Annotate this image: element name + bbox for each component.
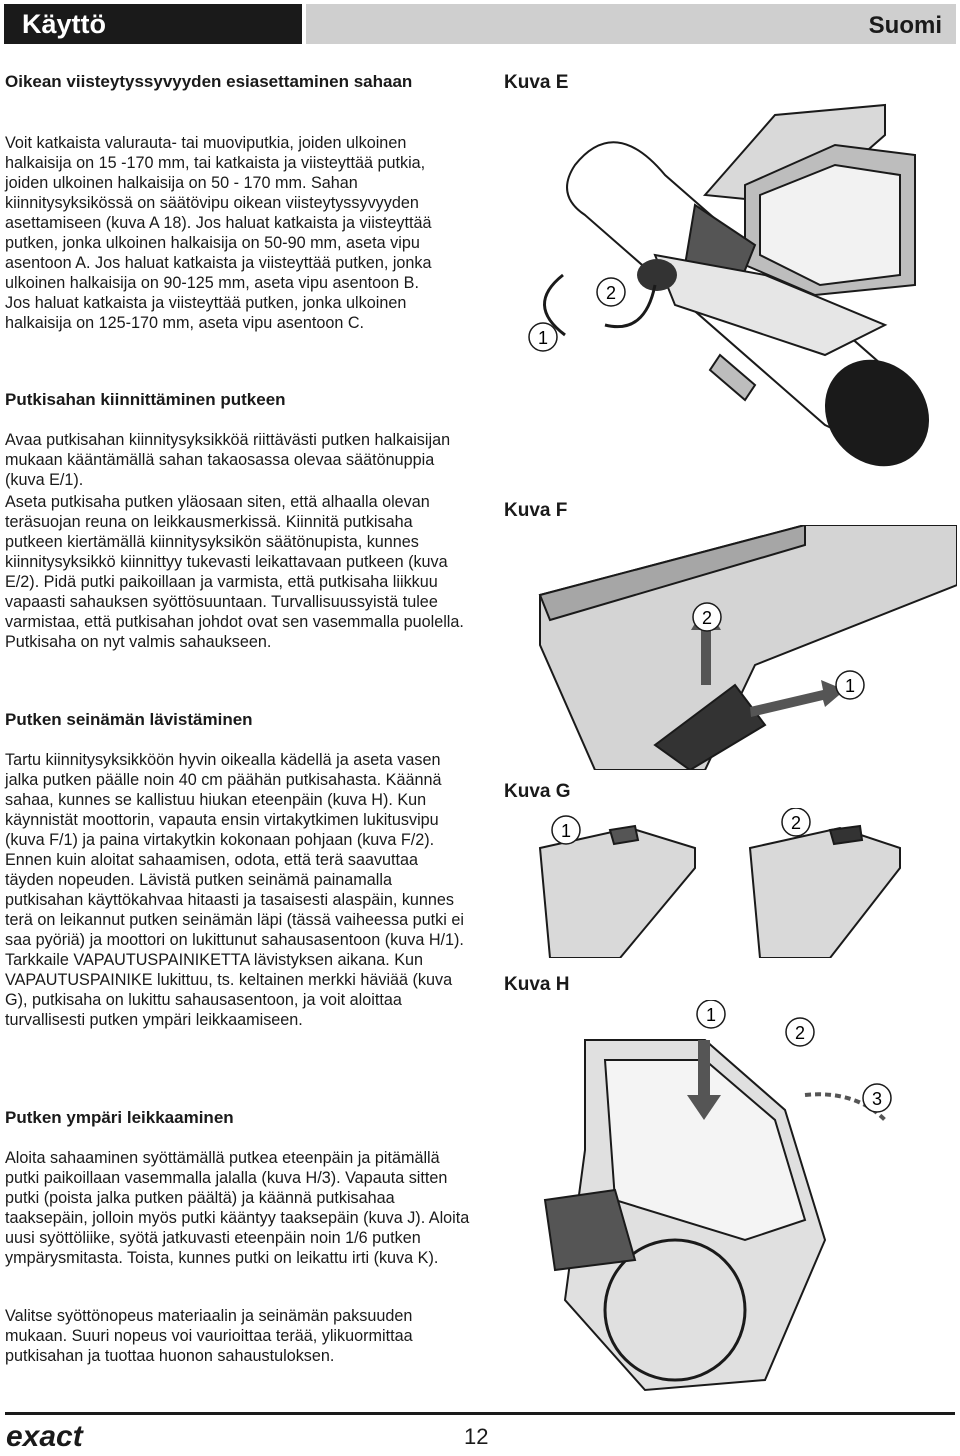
callout-1-text: 1: [706, 1005, 716, 1025]
callout-1-icon: 1: [835, 670, 865, 700]
handle-left-shape: [538, 824, 696, 958]
section-heading-bevel-depth: Oikean viisteytyssyvyyden esiasettaminen…: [5, 72, 413, 91]
knob-icon: [637, 259, 677, 291]
callout-3-text: 3: [872, 1089, 882, 1109]
figure-label-g: Kuva G: [504, 781, 571, 802]
callout-1-icon: 1: [696, 1000, 726, 1029]
handle-shape: [538, 525, 957, 770]
page-title: Käyttö: [22, 9, 107, 39]
saw-front-shape: [543, 1039, 827, 1392]
figure-g-illustration: 1 2: [538, 808, 901, 958]
callout-2-icon: 2: [596, 277, 626, 307]
callout-2-text: 2: [791, 813, 801, 833]
handle-right-shape: [748, 824, 901, 958]
exact-logo: exact: [6, 1422, 85, 1450]
header-language-bar: Suomi: [306, 4, 956, 44]
callout-1-icon: 1: [528, 322, 558, 352]
callout-2-icon: 2: [785, 1017, 815, 1047]
callout-1-text: 1: [538, 328, 548, 348]
arrow-down-icon: [687, 1040, 721, 1120]
rotate-arrow-icon: [543, 273, 657, 337]
section-heading-pierce-wall: Putken seinämän lävistäminen: [5, 710, 253, 729]
section-paragraph: Tartu kiinnitysyksikköön hyvin oikealla …: [5, 751, 464, 1029]
saw-body-shape: [653, 103, 916, 402]
figure-e-illustration: 1 2: [528, 103, 930, 467]
arrow-left-icon: [750, 680, 845, 717]
figure-h-illustration: 1 2 3: [543, 1000, 892, 1392]
section-paragraph: Avaa putkisahan kiinnitysyksikköä riittä…: [5, 431, 451, 489]
callout-2-text: 2: [795, 1023, 805, 1043]
callout-2-text: 2: [702, 608, 712, 628]
section-paragraph: Valitse syöttönopeus materiaalin ja sein…: [5, 1307, 413, 1365]
figure-f-illustration: 1 2: [538, 525, 957, 770]
figure-label-f: Kuva F: [504, 500, 568, 521]
callout-2-icon: 2: [692, 602, 722, 632]
header-title-bar: Käyttö: [4, 4, 302, 44]
section-paragraph: Aseta putkisaha putken yläosaan siten, e…: [5, 493, 464, 651]
figure-label-e: Kuva E: [504, 72, 569, 93]
callout-1-text: 1: [845, 676, 855, 696]
callout-3-icon: 3: [862, 1083, 892, 1113]
section-heading-attach-saw: Putkisahan kiinnittäminen putkeen: [5, 390, 286, 409]
section-paragraph: Aloita sahaaminen syöttämällä putkea ete…: [5, 1149, 470, 1267]
callout-1-text: 1: [561, 821, 571, 841]
footer-rule: [5, 1412, 955, 1415]
callout-1-icon: 1: [551, 815, 581, 845]
callout-2-text: 2: [606, 283, 616, 303]
section-heading-cut-around: Putken ympäri leikkaaminen: [5, 1108, 234, 1127]
figure-label-h: Kuva H: [504, 974, 570, 995]
section-paragraph: Voit katkaista valurauta- tai muoviputki…: [5, 134, 432, 332]
callout-2-icon: 2: [781, 808, 811, 837]
language-label: Suomi: [868, 12, 942, 39]
arrow-curve-icon: [804, 1092, 887, 1122]
logo-text: exact: [6, 1422, 85, 1450]
page-number: 12: [464, 1424, 489, 1449]
